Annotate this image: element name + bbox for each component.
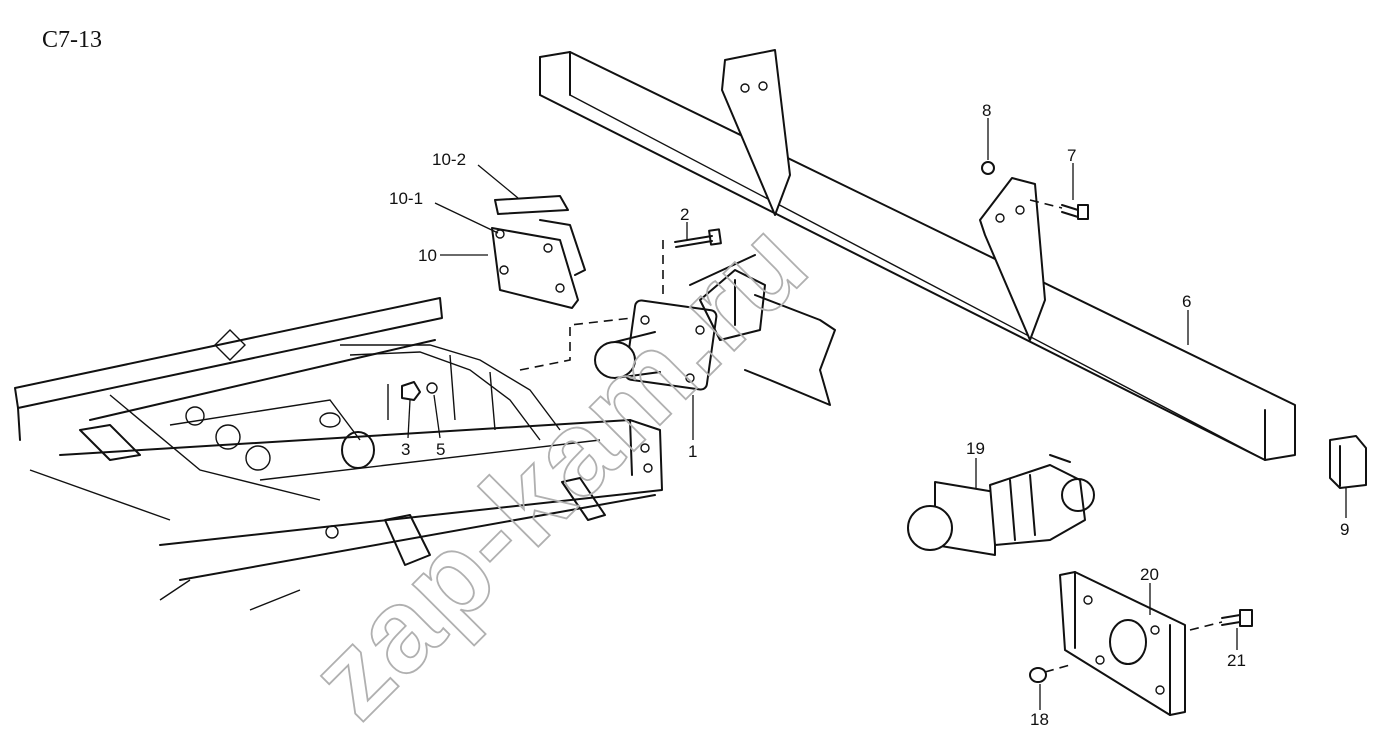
callout-18: 18 [1030,710,1049,729]
nut-part-18 [1029,664,1071,683]
chassis-frame [14,297,663,611]
callout-2: 2 [680,205,689,224]
callout-5: 5 [436,440,445,459]
callout-1: 1 [688,442,697,461]
bolt-part-7 [1029,199,1089,220]
assembly-line-1 [519,317,633,371]
bolt-part-2 [674,228,722,248]
leader-lines [407,118,1347,710]
callout-6: 6 [1182,292,1191,311]
callout-21: 21 [1227,651,1246,670]
fastener-group-3-5 [319,381,438,469]
callout-9: 9 [1340,520,1349,539]
nut-part-8 [981,161,995,175]
coupling-part-19 [907,454,1095,556]
bolt-part-21 [1189,609,1253,631]
buffer-part-9 [1329,435,1367,489]
callout-20: 20 [1140,565,1159,584]
callout-3: 3 [401,440,410,459]
cross-member-part-6 [539,49,1296,461]
callout-19: 19 [966,439,985,458]
callout-10-1: 10-1 [389,189,423,208]
callout-8: 8 [982,101,991,120]
diagram-code: C7-13 [42,27,102,53]
towing-hitch-part-1 [594,254,836,406]
callout-10: 10 [418,246,437,265]
mounting-plate-part-20 [1059,571,1186,716]
plate-part-10 [491,195,586,309]
callout-10-2: 10-2 [432,150,466,169]
callout-7: 7 [1067,146,1076,165]
